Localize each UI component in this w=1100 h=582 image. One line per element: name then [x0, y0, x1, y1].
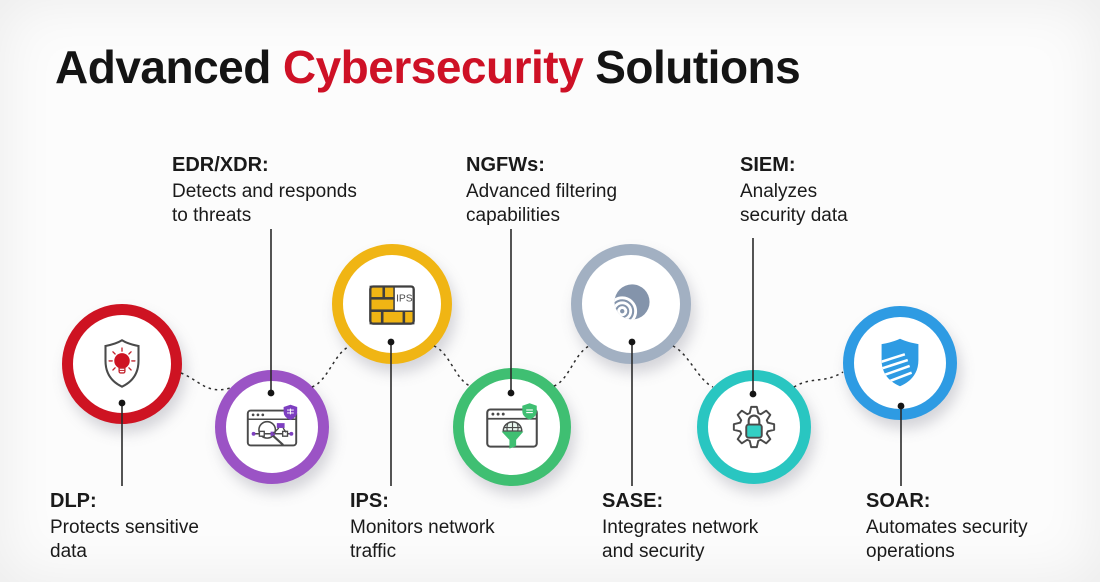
- dashed-connector-dlp-edr: [180, 372, 231, 391]
- label-text: Automates security: [866, 517, 1028, 538]
- ngfw-node-circle: [453, 368, 571, 486]
- label-text: to threats: [172, 205, 252, 226]
- label-text: Integrates network: [602, 517, 759, 538]
- gear-lock-icon: [732, 405, 776, 449]
- title-suffix: Solutions: [595, 41, 801, 93]
- label-heading: EDR/XDR:: [172, 154, 269, 176]
- browser-network-scan-icon: [246, 404, 298, 447]
- label-heading: DLP:: [50, 490, 97, 512]
- ips-icon-text: IPS: [396, 293, 413, 304]
- layered-shield-icon: [881, 338, 919, 387]
- label-text: Protects sensitive: [50, 517, 199, 538]
- label-text: Monitors network: [350, 517, 495, 538]
- edr-node-circle: [215, 370, 329, 484]
- dashed-connector-sase-soar: [793, 371, 844, 388]
- label-text: traffic: [350, 541, 397, 562]
- title-highlight: Cybersecurity: [282, 41, 584, 93]
- firewall-bricks-icon: IPS: [369, 285, 415, 325]
- soar-node-circle: [843, 306, 957, 420]
- sase-node-circle: [697, 370, 811, 484]
- label-ips: IPS: Monitors network traffic: [350, 489, 495, 564]
- label-text: capabilities: [466, 205, 560, 226]
- title-prefix: Advanced: [55, 41, 271, 93]
- dashed-connector-siem-sase: [672, 345, 714, 388]
- label-heading: NGFWs:: [466, 154, 545, 176]
- label-sase: SASE: Integrates network and security: [602, 489, 758, 564]
- label-heading: IPS:: [350, 490, 389, 512]
- label-text: Advanced filtering: [466, 181, 618, 202]
- dashed-connector-edr-ips: [311, 345, 351, 388]
- ips-node-circle: IPS: [332, 244, 452, 364]
- siem-node-circle: [571, 244, 691, 364]
- label-text: operations: [866, 541, 955, 562]
- label-text: Detects and responds: [172, 181, 357, 202]
- label-heading: SOAR:: [866, 490, 931, 512]
- label-text: security data: [740, 205, 848, 226]
- label-ngfws: NGFWs: Advanced filtering capabilities: [466, 153, 617, 228]
- label-text: data: [50, 541, 87, 562]
- label-edr-xdr: EDR/XDR: Detects and responds to threats: [172, 153, 357, 228]
- dashed-connector-ips-ngfw: [433, 345, 471, 387]
- label-text: Analyzes: [740, 181, 818, 202]
- shield-lightbulb-icon: [104, 339, 140, 388]
- radar-signal-icon: [614, 284, 650, 320]
- dlp-node-circle: [62, 304, 182, 424]
- dashed-connector-ngfw-siem: [553, 345, 590, 387]
- browser-filter-globe-icon: [486, 403, 538, 449]
- label-dlp: DLP: Protects sensitive data: [50, 489, 199, 564]
- label-heading: SASE:: [602, 490, 664, 512]
- label-soar: SOAR: Automates security operations: [866, 489, 1028, 564]
- label-text: and security: [602, 541, 705, 562]
- label-siem: SIEM: Analyzes security data: [740, 153, 848, 228]
- label-heading: SIEM:: [740, 154, 796, 176]
